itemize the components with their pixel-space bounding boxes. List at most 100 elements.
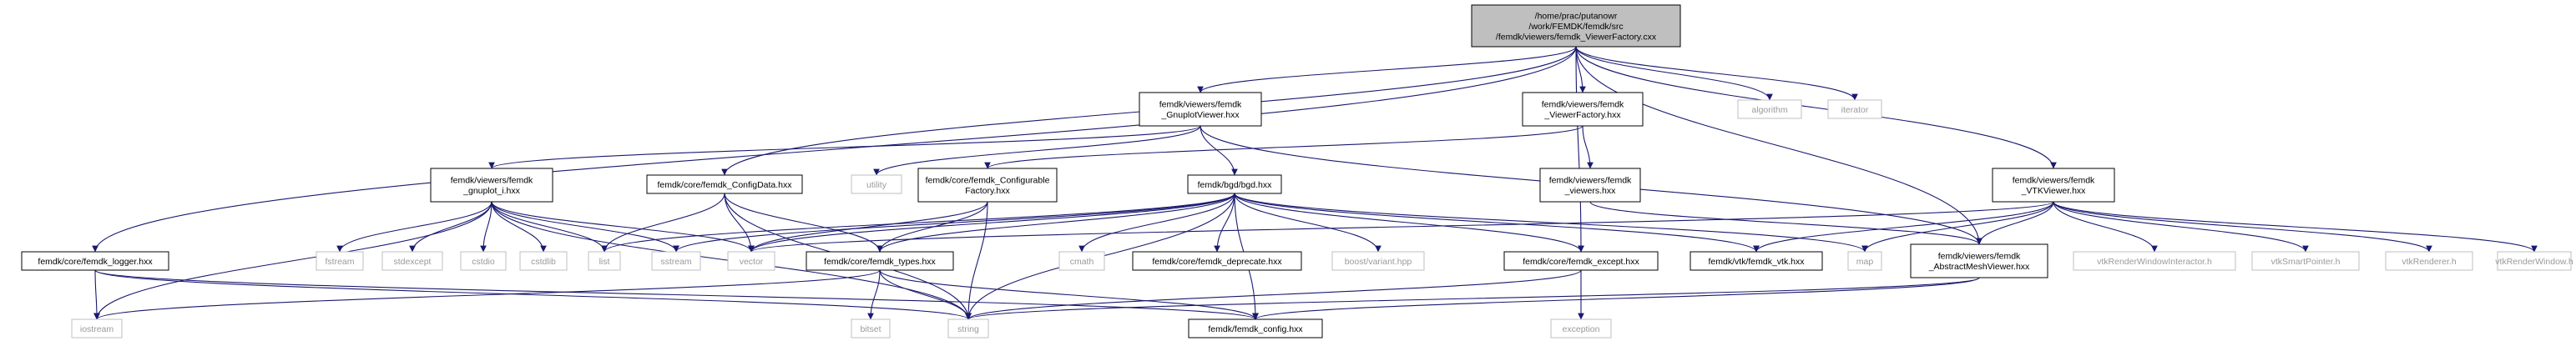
node-cmath: cmath: [1058, 251, 1105, 271]
node-label-fstream: fstream: [325, 257, 354, 267]
node-bgd[interactable]: femdk/bgd/bgd.hxx: [1187, 174, 1282, 194]
node-box-configdata: [646, 174, 803, 194]
edge-gnuplot_i-to-vector: [491, 201, 755, 253]
node-box-utility: [851, 174, 902, 194]
node-box-vector: [727, 251, 775, 271]
node-label-gnuplot_i: femdk/viewers/femdk: [451, 176, 533, 186]
node-vtkrenderwindow: vtkRenderWindow.h: [2495, 251, 2573, 271]
node-viewers[interactable]: femdk/viewers/femdk_viewers.hxx: [1539, 168, 1641, 203]
node-box-gnuplot_i: [430, 168, 553, 203]
edge-bgd-to-types: [876, 193, 1235, 253]
node-label-viewers: _viewers.hxx: [1564, 186, 1616, 196]
edge-vtkviewer-to-vtkrwi: [2053, 201, 2158, 253]
node-label-deprecate: femdk/core/femdk_deprecate.hxx: [1152, 257, 1282, 267]
node-box-vtkviewer: [1992, 168, 2115, 203]
edge-vtkviewer-to-abstractmesh: [1976, 201, 2054, 245]
node-iostream: iostream: [71, 318, 123, 338]
node-types[interactable]: femdk/core/femdk_types.hxx: [806, 251, 954, 271]
node-viewerfactory[interactable]: femdk/viewers/femdk_ViewerFactory.hxx: [1522, 92, 1644, 127]
edge-bgd-to-map: [1234, 193, 1868, 253]
edge-root-to-abstractmesh: [1575, 46, 1983, 245]
edge-logger-to-iostream: [93, 269, 100, 320]
edge-gnuplotviewer-to-bgd: [1200, 125, 1238, 176]
node-configdata[interactable]: femdk/core/femdk_ConfigData.hxx: [646, 174, 803, 194]
node-algorithm: algorithm: [1737, 99, 1802, 119]
edge-gnuplot_i-to-list: [491, 201, 608, 253]
edge-types-to-string: [879, 269, 972, 320]
node-box-abstractmesh: [1910, 243, 2048, 278]
node-cstdlib: cstdlib: [519, 251, 568, 271]
node-label-logger: femdk/core/femdk_logger.hxx: [38, 257, 153, 267]
edge-logger-to-string: [94, 269, 972, 320]
node-box-bgd: [1187, 174, 1282, 194]
node-gnuplotviewer[interactable]: femdk/viewers/femdk_GnuplotViewer.hxx: [1139, 92, 1262, 127]
edge-configurable-to-vector: [748, 201, 988, 253]
node-config[interactable]: femdk/femdk_config.hxx: [1188, 318, 1323, 338]
node-label-bgd: femdk/bgd/bgd.hxx: [1198, 180, 1272, 190]
node-box-algorithm: [1737, 99, 1802, 119]
edge-types-to-config: [879, 269, 1259, 320]
edge-abstractmesh-to-config: [1252, 277, 1980, 320]
edge-gnuplotviewer-to-utility: [873, 125, 1201, 176]
edge-root-to-logger: [92, 46, 1577, 253]
node-box-exception: [1550, 318, 1612, 338]
node-box-configurable: [917, 168, 1058, 203]
node-label-vtkviewer: _VTKViewer.hxx: [2021, 186, 2087, 196]
node-label-viewerfactory: femdk/viewers/femdk: [1542, 100, 1624, 110]
node-box-types: [806, 251, 954, 271]
node-box-sstream: [651, 251, 701, 271]
node-abstractmesh[interactable]: femdk/viewers/femdk_AbstractMeshViewer.h…: [1910, 243, 2048, 278]
node-box-gnuplotviewer: [1139, 92, 1262, 127]
node-box-iterator: [1827, 99, 1882, 119]
nodes-layer: /home/prac/putanowr/work/FEMDK/femdk/src…: [21, 4, 2573, 338]
node-label-root: /home/prac/putanowr: [1535, 11, 1618, 21]
edge-configurable-to-string: [965, 201, 988, 320]
node-except[interactable]: femdk/core/femdk_except.hxx: [1503, 251, 1659, 271]
node-label-vtksmartpointer: vtkSmartPointer.h: [2271, 257, 2341, 267]
node-label-gnuplot_i: _gnuplot_i.hxx: [462, 186, 520, 196]
node-label-algorithm: algorithm: [1751, 105, 1787, 115]
node-gnuplot_i[interactable]: femdk/viewers/femdk_gnuplot_i.hxx: [430, 168, 553, 203]
node-fstream: fstream: [316, 251, 364, 271]
node-label-sstream: sstream: [660, 257, 692, 267]
edge-root-to-vtkviewer: [1575, 46, 2057, 169]
node-vtkviewer[interactable]: femdk/viewers/femdk_VTKViewer.hxx: [1992, 168, 2115, 203]
node-box-cstdlib: [519, 251, 568, 271]
node-box-map: [1847, 251, 1882, 271]
edge-except-to-string: [965, 269, 1582, 320]
node-label-vtkviewer: femdk/viewers/femdk: [2013, 176, 2095, 186]
node-list: list: [588, 251, 621, 271]
node-root[interactable]: /home/prac/putanowr/work/FEMDK/femdk/src…: [1471, 4, 1681, 48]
node-label-configdata: femdk/core/femdk_ConfigData.hxx: [657, 180, 792, 190]
edge-vtkviewer-to-vtkrenderer: [2053, 201, 2432, 253]
edge-root-to-gnuplotviewer: [1197, 46, 1577, 93]
node-deprecate[interactable]: femdk/core/femdk_deprecate.hxx: [1132, 251, 1302, 271]
node-map: map: [1847, 251, 1882, 271]
node-box-boostvariant: [1331, 251, 1425, 271]
node-femdkvtk[interactable]: femdk/vtk/femdk_vtk.hxx: [1690, 251, 1823, 271]
node-label-utility: utility: [866, 180, 887, 190]
node-box-root: [1471, 4, 1681, 48]
node-box-config: [1188, 318, 1323, 338]
node-label-vtkrenderer: vtkRenderer.h: [2402, 257, 2457, 267]
node-vtkrenderer: vtkRenderer.h: [2385, 251, 2473, 271]
node-label-list: list: [599, 257, 610, 267]
edge-gnuplot_i-to-sstream: [491, 201, 679, 253]
node-box-vtkrenderer: [2385, 251, 2473, 271]
edge-gnuplot_i-to-cstdio: [480, 201, 492, 253]
node-label-cstdio: cstdio: [472, 257, 495, 267]
node-label-string: string: [957, 324, 979, 334]
node-sstream: sstream: [651, 251, 701, 271]
node-logger[interactable]: femdk/core/femdk_logger.hxx: [21, 251, 169, 271]
edge-configdata-to-types: [724, 193, 883, 253]
node-label-configurable: femdk/core/femdk_Configurable: [926, 176, 1050, 186]
node-label-root: /work/FEMDK/femdk/src: [1528, 22, 1623, 32]
node-label-boostvariant: boost/variant.hpp: [1345, 257, 1412, 267]
edge-bgd-to-femdkvtk: [1234, 193, 1760, 253]
edge-abstractmesh-to-string: [965, 277, 1980, 320]
node-label-iostream: iostream: [80, 324, 114, 334]
edge-configdata-to-vector: [724, 193, 755, 253]
node-bitset: bitset: [851, 318, 891, 338]
edge-bgd-to-sstream: [673, 193, 1235, 253]
